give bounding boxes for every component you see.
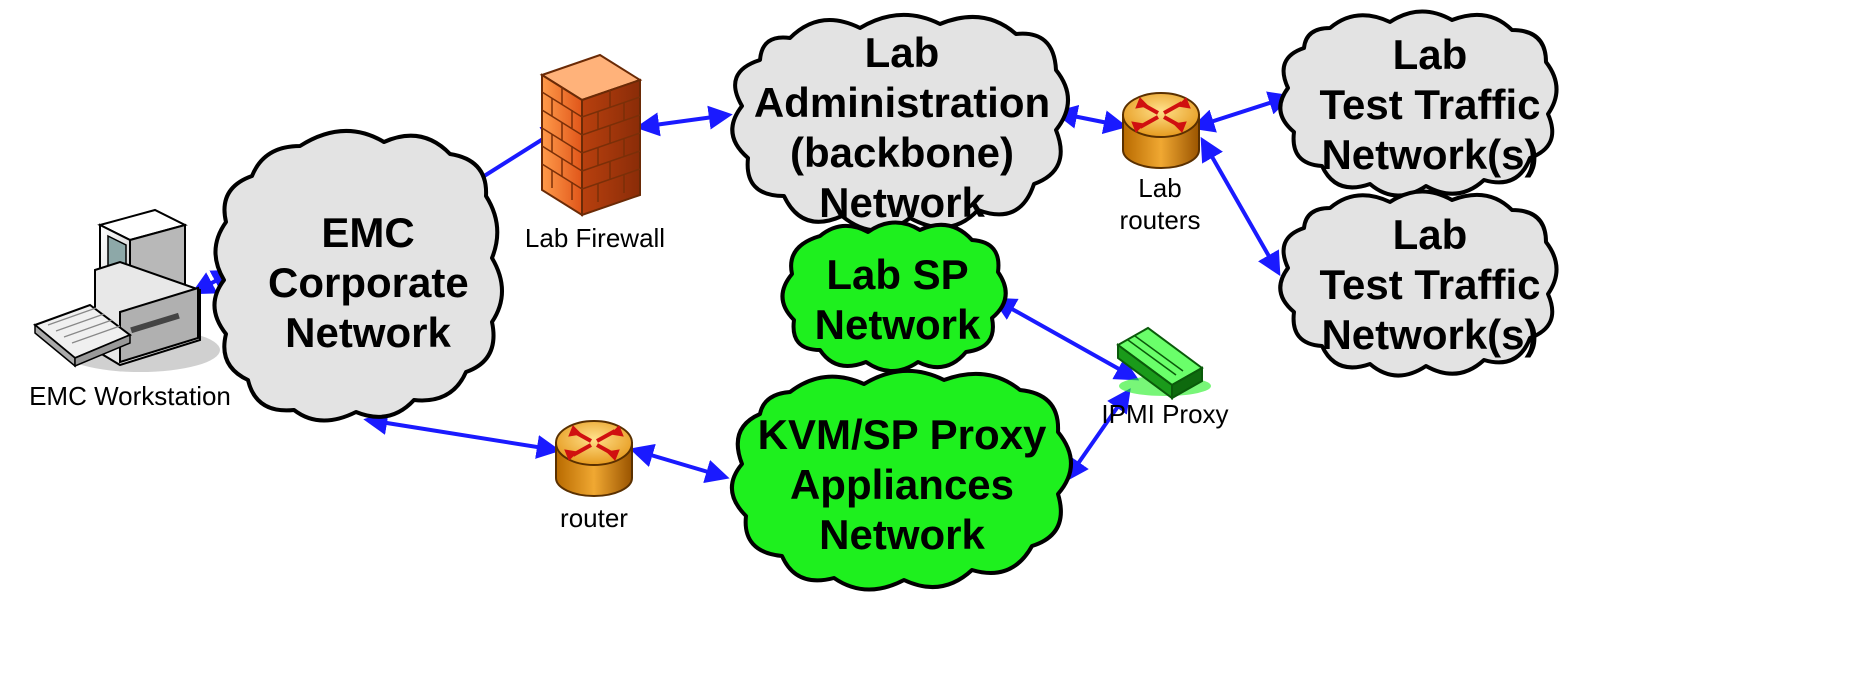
workstation-label: EMC Workstation	[29, 381, 231, 411]
link-firewall-lab-admin	[635, 105, 733, 137]
link-corporate-router	[363, 411, 561, 459]
cloud-label-lab-sp: Lab SP Network	[814, 251, 981, 348]
link-ipmi-proxy-kvm-proxy	[1065, 388, 1131, 482]
lab-routers-label: Lab routers	[1119, 173, 1201, 235]
link-lab-routers-test-traffic-2	[1200, 136, 1281, 277]
cloud-label-lab-admin: Lab Administration (backbone) Network	[753, 29, 1051, 226]
cloud-lab-admin-network	[730, 13, 1070, 233]
cloud-lab-sp-network	[780, 220, 1008, 373]
router-icon	[555, 420, 633, 497]
cloud-corporate-network	[212, 129, 504, 423]
link-lab-routers-test-traffic-1	[1190, 91, 1293, 133]
firewall-icon	[539, 53, 643, 217]
cloud-test-traffic-network-2	[1278, 189, 1559, 378]
cloud-kvm-proxy-network	[729, 369, 1073, 592]
cloud-label-kvm-proxy: KVM/SP Proxy Appliances Network	[757, 411, 1047, 558]
cloud-test-traffic-network-1	[1278, 9, 1559, 198]
router-label: router	[560, 503, 628, 533]
cloud-label-test-traffic-2: Lab Test Traffic Network(s)	[1319, 211, 1541, 358]
cloud-label-test-traffic-1: Lab Test Traffic Network(s)	[1319, 31, 1541, 178]
ipmi-proxy-label: IPMI Proxy	[1101, 399, 1229, 429]
ipmi-proxy-icon	[1116, 326, 1211, 400]
link-lab-sp-ipmi-proxy	[991, 297, 1140, 381]
lab-routers-icon	[1122, 92, 1200, 169]
link-lab-admin-lab-routers	[1053, 104, 1128, 135]
cloud-label-corporate: EMC Corporate Network	[268, 209, 469, 356]
workstation-icon	[33, 208, 220, 372]
firewall-label: Lab Firewall	[524, 223, 666, 253]
link-router-kvm-proxy	[629, 443, 730, 484]
